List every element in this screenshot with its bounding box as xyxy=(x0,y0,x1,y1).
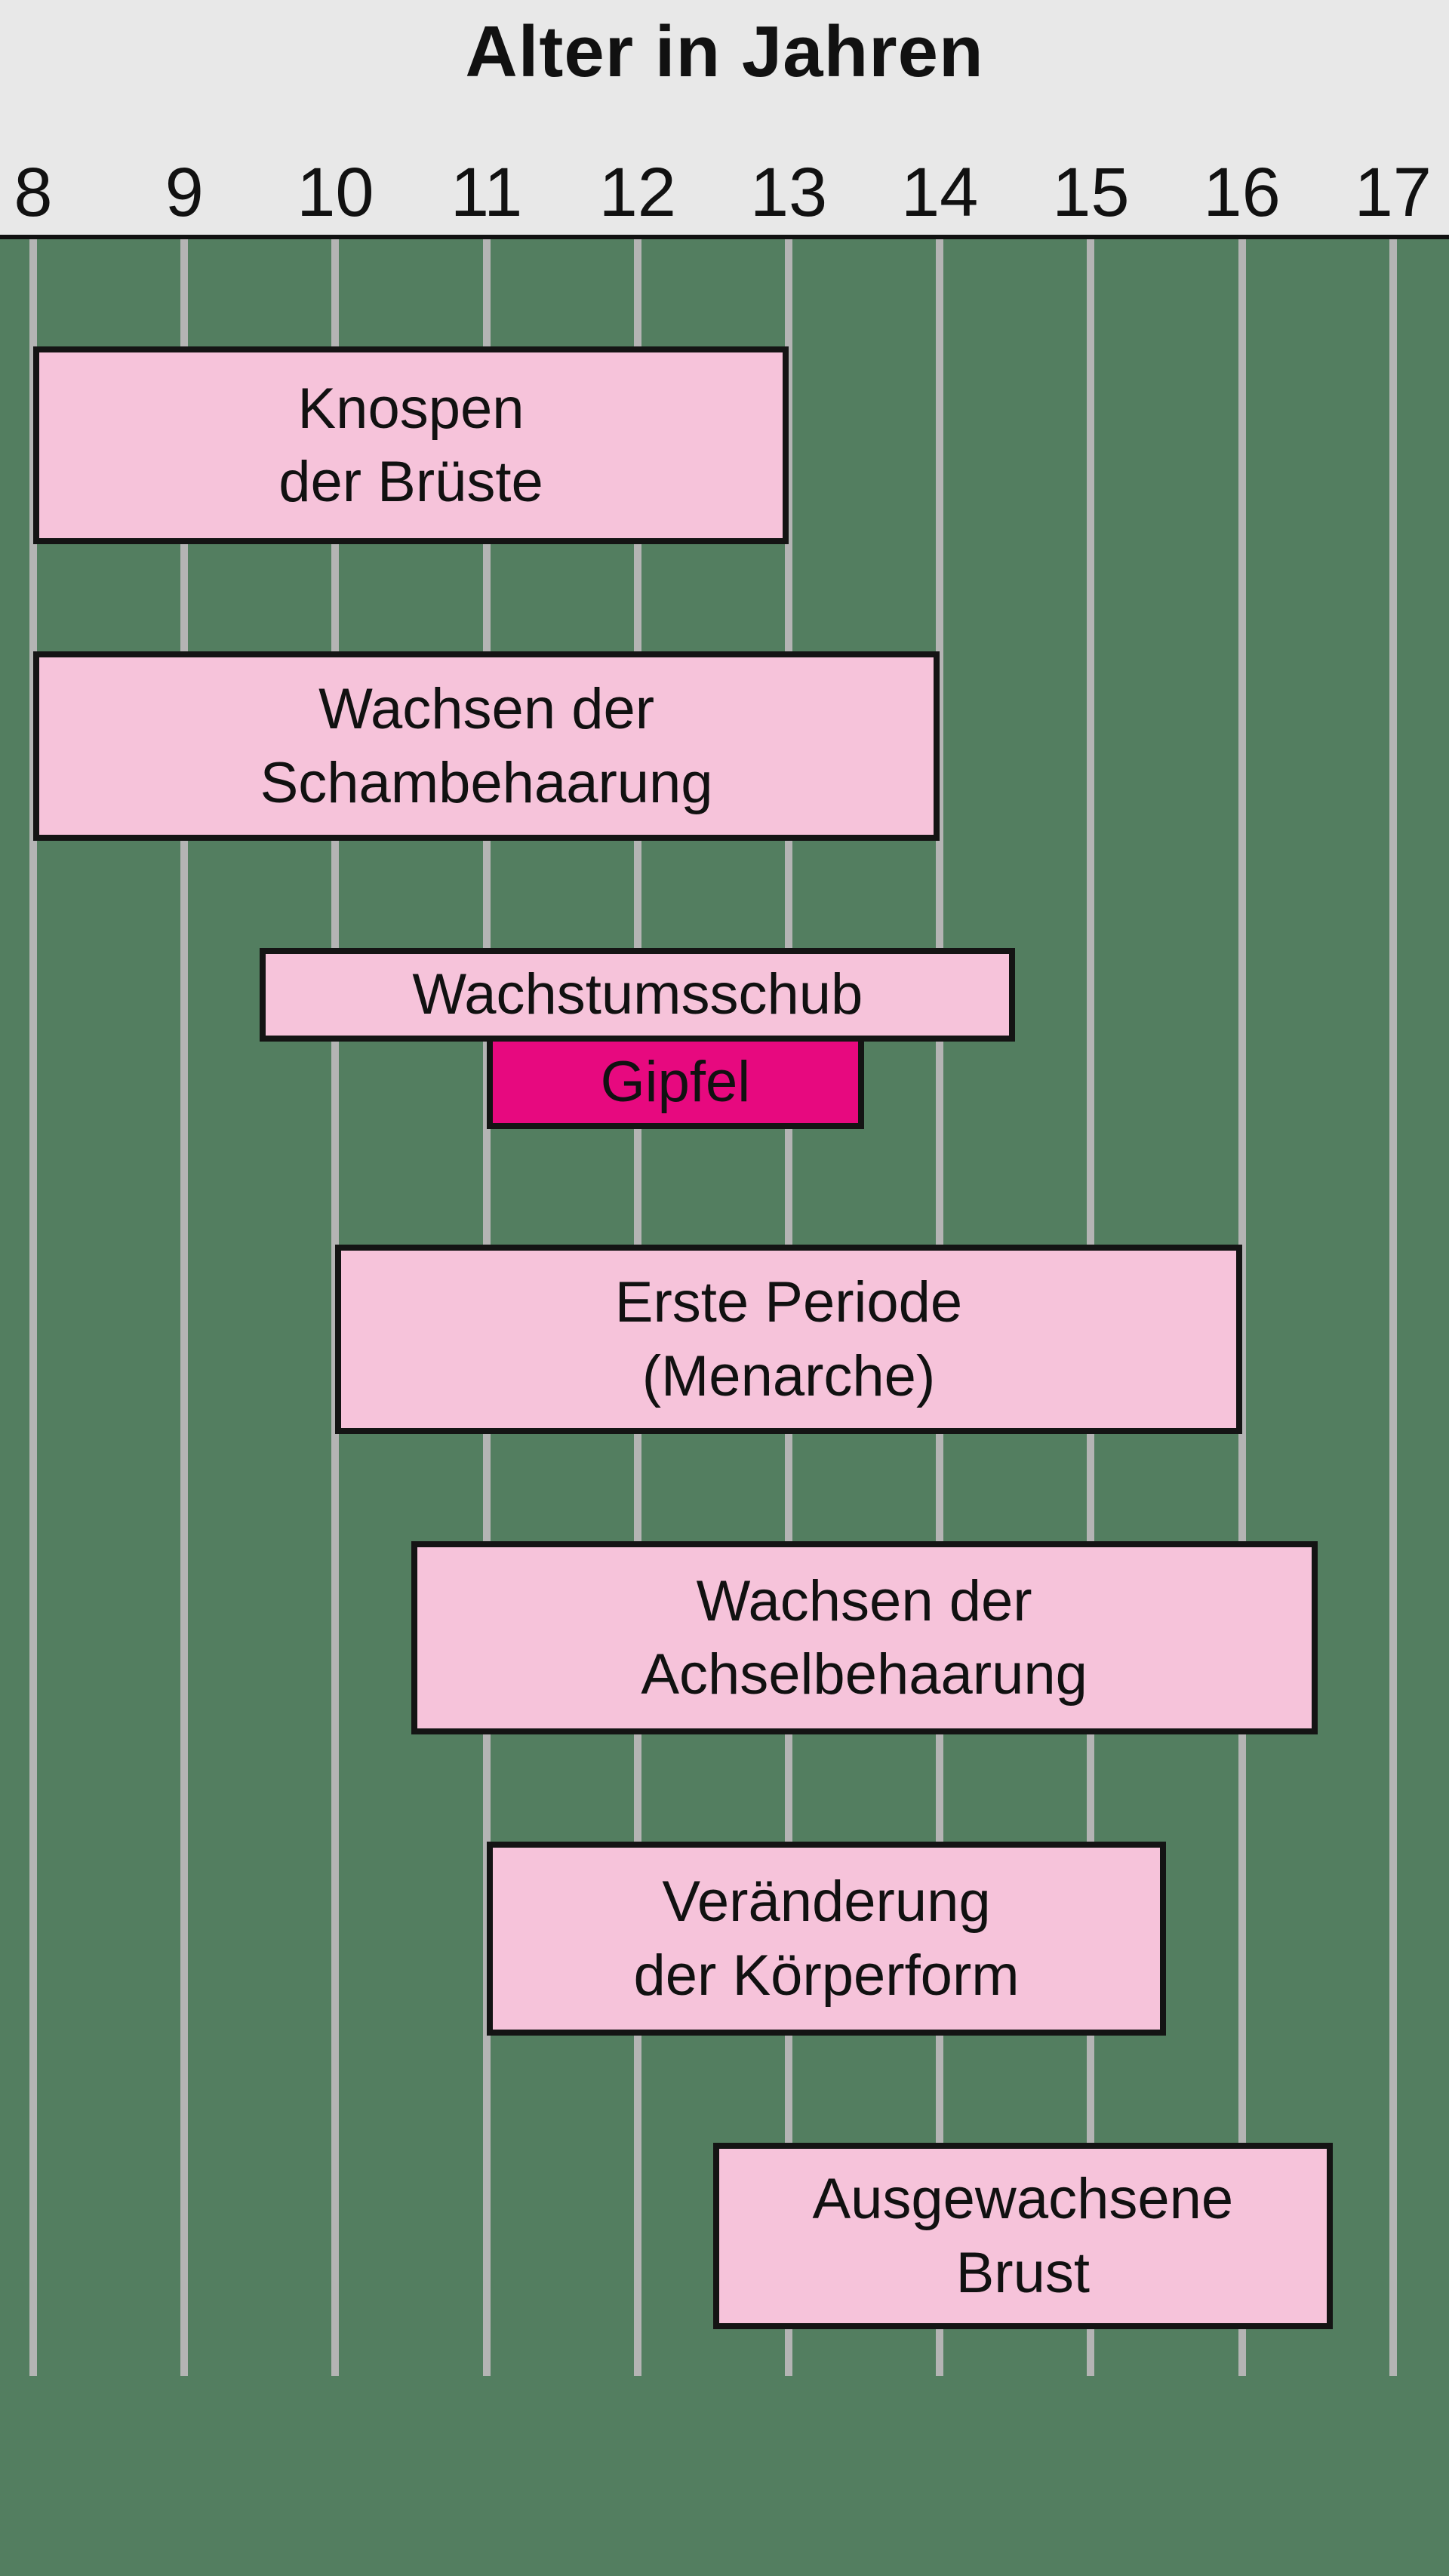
age-tick-label: 10 xyxy=(297,154,374,231)
stage-bar-label-line: (Menarche) xyxy=(641,1343,936,1408)
stage-bar-label-line: Veränderung xyxy=(662,1870,991,1934)
stage-bar-label-line: Erste Periode xyxy=(614,1270,963,1335)
age-tick-label: 11 xyxy=(450,154,523,231)
stage-bar-label-line: der Körperform xyxy=(633,1943,1020,2008)
age-tick-label: 9 xyxy=(165,154,204,231)
stage-bar-label-line: Schambehaarung xyxy=(260,750,713,815)
stage-bar-erste-periode-menarche: Erste Periode (Menarche) xyxy=(335,1245,1242,1434)
stage-bar-label-line: Achselbehaarung xyxy=(641,1642,1088,1707)
age-gridline xyxy=(1238,239,1246,2376)
stage-bar-wachstumsschub: Wachstumsschub xyxy=(260,948,1016,1042)
chart-title: Alter in Jahren xyxy=(465,11,984,92)
stage-bar-label-line: Brust xyxy=(955,2240,1090,2305)
stage-bar-veraenderung-der-koerperform: Veränderung der Körperform xyxy=(486,1842,1167,2036)
age-tick-label: 17 xyxy=(1354,154,1432,231)
age-tick-label: 13 xyxy=(749,154,828,231)
stage-bar-label-line: Knospen xyxy=(297,376,525,441)
age-tick-label: 12 xyxy=(598,154,676,231)
stage-bar-label-line: Ausgewachsene xyxy=(812,2167,1234,2232)
stage-bar-gipfel: Gipfel xyxy=(486,1036,865,1129)
age-tick-label: 8 xyxy=(14,154,53,231)
age-tick-label: 14 xyxy=(901,154,979,231)
stage-bar-label-line: der Brüste xyxy=(278,450,543,514)
age-gridline xyxy=(1389,239,1397,2376)
stage-bar-label-line: Gipfel xyxy=(600,1050,751,1115)
stage-bar-label-line: Wachsen der xyxy=(696,1568,1032,1633)
age-gridline xyxy=(29,239,37,2376)
age-axis: 8 9 10 11 12 13 14 15 16 17 xyxy=(0,155,1449,230)
stage-bar-label-line: Wachstumsschub xyxy=(412,962,863,1027)
age-tick-label: 15 xyxy=(1052,154,1130,231)
age-gridline xyxy=(180,239,189,2376)
stage-bar-label-line: Wachsen der xyxy=(318,677,655,742)
age-tick-label: 16 xyxy=(1203,154,1281,231)
stage-bar-knospen-der-brueste: Knospen der Brüste xyxy=(33,346,789,544)
chart-header: Alter in Jahren 8 9 10 11 12 13 14 15 16 17 xyxy=(0,0,1449,239)
